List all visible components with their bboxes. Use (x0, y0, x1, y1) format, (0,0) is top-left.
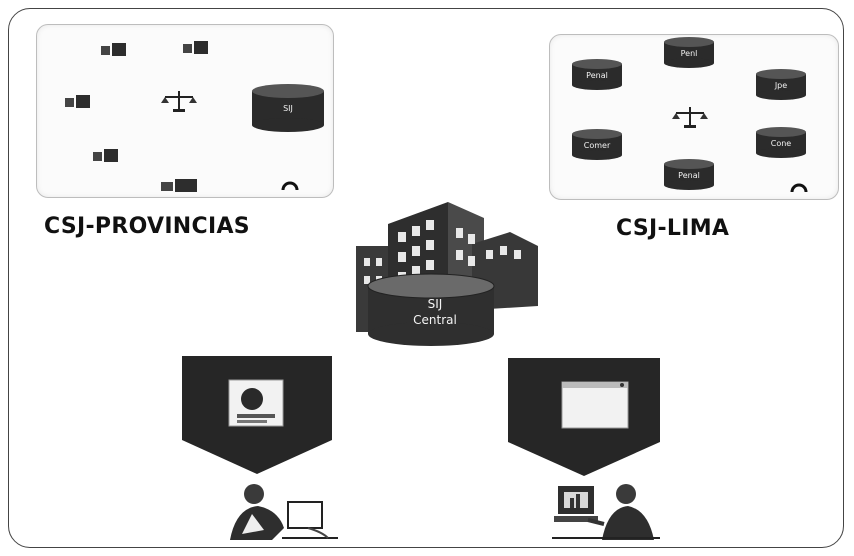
lima-database-comer: Comer (571, 129, 623, 161)
scales-of-justice-icon (161, 89, 197, 113)
user-at-computer-icon (552, 480, 672, 542)
lima-database-label: Cone (755, 127, 807, 159)
computer-icon (65, 95, 91, 109)
panel-title-provincias: CSJ-PROVINCIAS (44, 214, 250, 239)
sij-database: SIJ (251, 83, 325, 133)
computer-icon (93, 149, 119, 163)
central-label-line2: Central (380, 312, 490, 328)
panel-title-lima: CSJ-LIMA (616, 216, 729, 241)
arc-icon (281, 177, 299, 191)
lima-database-label: Penal (663, 159, 715, 191)
window-shield-icon (508, 358, 660, 476)
lima-database-jpe: Jpe (755, 69, 807, 101)
lima-database-label: Jpe (755, 69, 807, 101)
lima-database-label: Comer (571, 129, 623, 161)
scales-of-justice-icon (672, 105, 708, 129)
computer-icon (183, 41, 209, 55)
lima-database-label: Penal (571, 59, 623, 91)
central-label-line1: SIJ (380, 296, 490, 312)
lima-database-cone: Cone (755, 127, 807, 159)
central-database-label: SIJ Central (380, 296, 490, 328)
document-shield-icon (182, 356, 332, 474)
lima-database-penl: Penl (663, 37, 715, 69)
computer-icon (101, 43, 127, 57)
arc-icon (790, 179, 808, 193)
lima-database-penal-2: Penal (663, 159, 715, 191)
lima-database-label: Penl (663, 37, 715, 69)
lima-database-penal: Penal (571, 59, 623, 91)
computer-icon (161, 179, 197, 193)
lima-panel: Penal Penl Jpe Comer Cone Penal (549, 34, 839, 200)
sij-database-label: SIJ (251, 83, 325, 133)
user-at-desk-icon (212, 480, 342, 542)
provincias-panel: SIJ (36, 24, 334, 198)
